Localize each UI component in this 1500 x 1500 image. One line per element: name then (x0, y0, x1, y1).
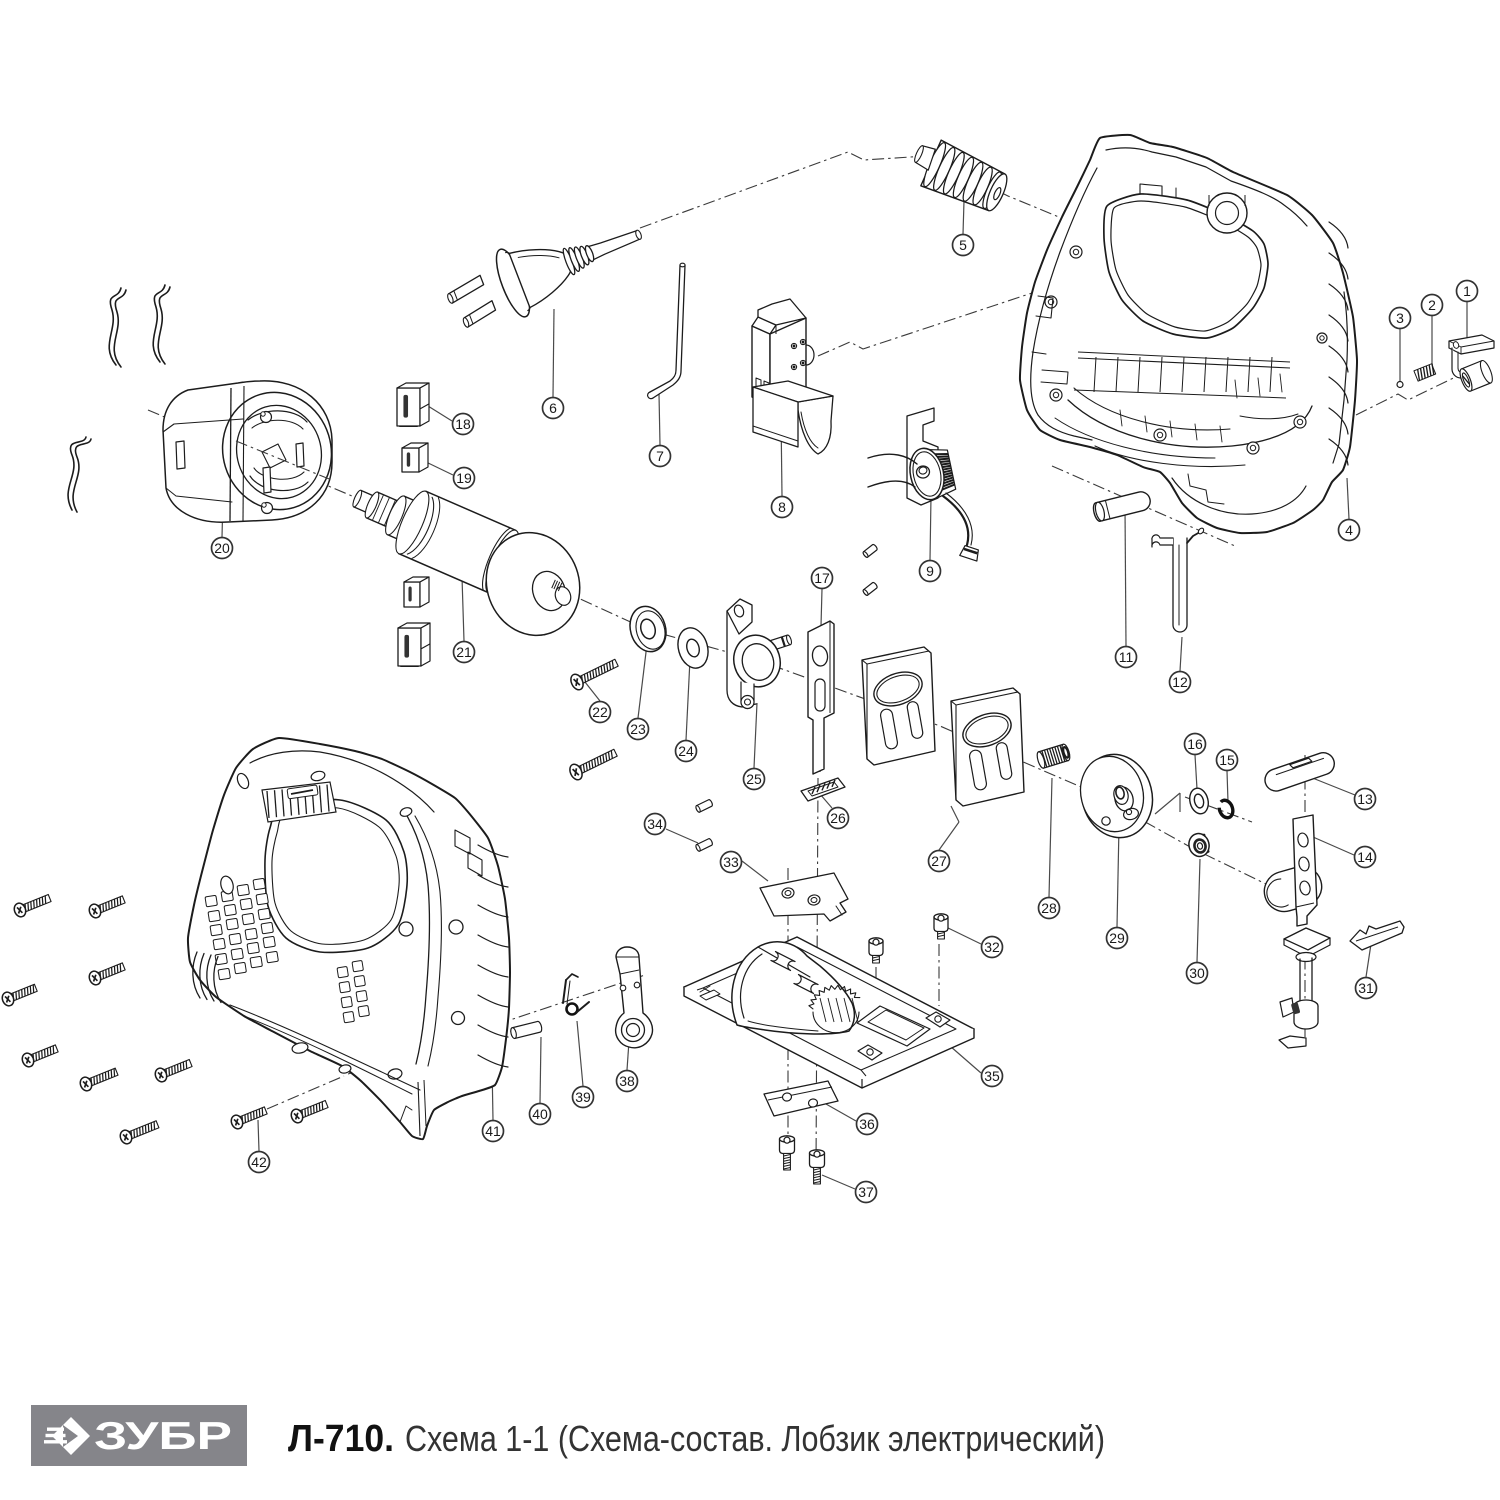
svg-text:3: 3 (1396, 310, 1404, 326)
svg-text:20: 20 (214, 540, 230, 556)
svg-text:26: 26 (830, 810, 846, 826)
svg-text:15: 15 (1219, 752, 1235, 768)
svg-text:14: 14 (1357, 849, 1373, 865)
svg-text:33: 33 (723, 854, 739, 870)
svg-text:27: 27 (931, 853, 947, 869)
svg-text:7: 7 (656, 448, 664, 464)
svg-text:39: 39 (575, 1089, 591, 1105)
svg-text:22: 22 (592, 704, 608, 720)
svg-text:1: 1 (1463, 283, 1471, 299)
svg-text:4: 4 (1345, 522, 1353, 538)
svg-text:34: 34 (647, 816, 663, 832)
svg-text:23: 23 (630, 721, 646, 737)
svg-text:Л-710.: Л-710. (288, 1418, 394, 1460)
svg-text:32: 32 (984, 939, 1000, 955)
svg-text:18: 18 (455, 416, 471, 432)
svg-text:30: 30 (1189, 965, 1205, 981)
svg-text:19: 19 (456, 470, 472, 486)
svg-text:31: 31 (1358, 980, 1374, 996)
svg-text:21: 21 (456, 644, 472, 660)
svg-text:Схема 1-1 (Схема-состав. Лобзи: Схема 1-1 (Схема-состав. Лобзик электрич… (405, 1418, 1105, 1459)
svg-text:29: 29 (1109, 930, 1125, 946)
svg-text:9: 9 (926, 563, 934, 579)
svg-text:42: 42 (251, 1154, 267, 1170)
svg-text:28: 28 (1041, 900, 1057, 916)
svg-text:12: 12 (1172, 674, 1188, 690)
svg-text:5: 5 (959, 237, 967, 253)
svg-text:35: 35 (984, 1068, 1000, 1084)
svg-text:40: 40 (532, 1106, 548, 1122)
svg-text:17: 17 (814, 570, 830, 586)
svg-text:ЗУБР: ЗУБР (94, 1415, 232, 1458)
svg-text:25: 25 (746, 771, 762, 787)
svg-text:13: 13 (1357, 791, 1373, 807)
svg-text:41: 41 (485, 1123, 501, 1139)
svg-text:37: 37 (858, 1184, 874, 1200)
svg-text:36: 36 (859, 1116, 875, 1132)
svg-text:38: 38 (619, 1073, 635, 1089)
svg-text:8: 8 (778, 499, 786, 515)
svg-text:16: 16 (1187, 736, 1203, 752)
svg-text:6: 6 (549, 400, 557, 416)
svg-text:2: 2 (1428, 297, 1436, 313)
svg-text:24: 24 (678, 743, 694, 759)
svg-text:11: 11 (1119, 649, 1134, 665)
